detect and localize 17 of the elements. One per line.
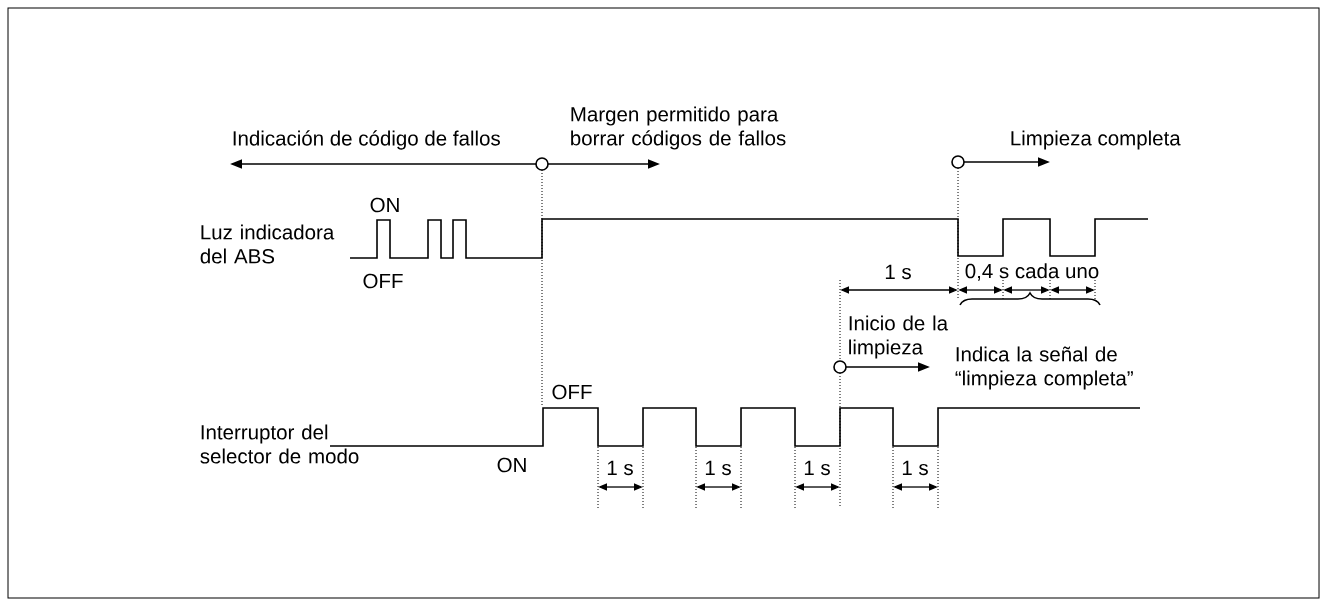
note-label: Indica la señal de “limpieza completa” <box>955 346 1133 390</box>
time-label: Indicación de código de fallos <box>233 130 500 150</box>
dimension-label: 1 s <box>705 460 731 476</box>
state-label: OFF <box>363 273 403 289</box>
state-label: ON <box>497 457 526 473</box>
dimension-label: 1 s <box>607 460 633 476</box>
time-label: Margen permitido para borrar códigos de fallos <box>571 106 786 150</box>
state-label: ON <box>370 197 399 213</box>
signal-label: Luz indicadora del ABS <box>200 224 335 264</box>
signal-label: Interruptor del selector de modo <box>200 424 359 464</box>
time-label: Limpieza completa <box>1011 130 1181 150</box>
dimension-label: 1 s <box>885 264 911 280</box>
time-label: Inicio de la limpieza <box>849 315 949 359</box>
dimension-label: 1 s <box>804 460 830 476</box>
dimension-label: 0,4 s cada uno <box>965 263 1099 281</box>
dimension-label: 1 s <box>902 460 928 476</box>
state-label: OFF <box>552 384 592 400</box>
